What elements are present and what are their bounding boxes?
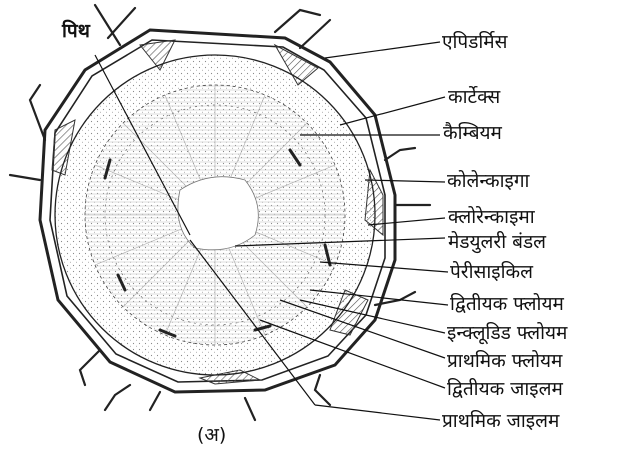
figure-caption: (अ) xyxy=(197,426,226,445)
label-included-phloem: इन्क्लूडिड फ्लोयम xyxy=(447,324,567,343)
label-medullary-bundle: मेडयुलरी बंडल xyxy=(448,233,546,252)
label-epidermis: एपिडर्मिस xyxy=(442,33,508,52)
label-chlorenchyma: क्लोरेन्काइमा xyxy=(448,208,535,227)
pith-region xyxy=(178,177,258,250)
label-pericycle: पेरीसाइकिल xyxy=(450,263,533,282)
label-primary-phloem: प्राथमिक फ्लोयम xyxy=(447,352,562,371)
label-pith: पिथ xyxy=(62,22,90,41)
label-primary-xylem: प्राथमिक जाइलम xyxy=(442,412,559,431)
label-collenchyma: कोलेन्काइगा xyxy=(447,172,529,191)
label-secondary-phloem: द्वितीयक फ्लोयम xyxy=(450,295,564,314)
label-cambium: कैम्बियम xyxy=(443,124,502,143)
label-secondary-xylem: द्वितीयक जाइलम xyxy=(447,380,563,399)
label-cortex: कार्टेक्स xyxy=(448,88,500,107)
